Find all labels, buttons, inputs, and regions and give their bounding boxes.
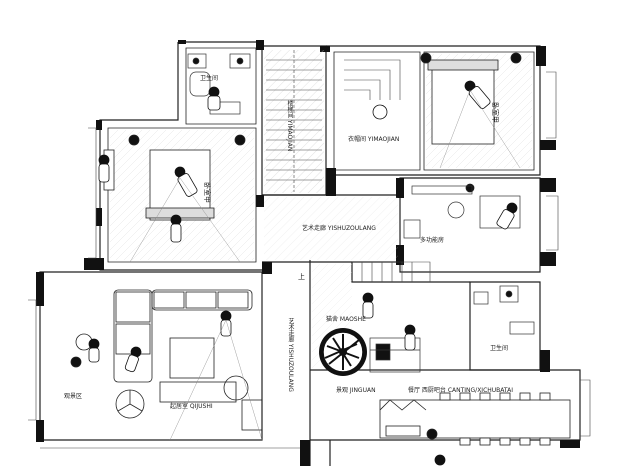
label-up-mark: 上 — [298, 273, 305, 281]
multi-room-furniture — [403, 185, 521, 239]
label-bedroom-a: 卧室甲 — [203, 182, 211, 203]
dining-chairs — [439, 392, 551, 446]
label-bathroom-top: 卫生间 — [200, 75, 219, 82]
sight-lines — [129, 89, 521, 441]
label-bathroom-right: 卫生间 — [490, 345, 509, 352]
stairs — [266, 50, 431, 282]
windows — [28, 71, 591, 449]
dining-furniture — [379, 392, 571, 446]
label-bedroom-b: 卧室甲 — [491, 102, 499, 123]
solid-wall-blocks — [36, 40, 580, 466]
label-multi-room: 多功能房 — [420, 237, 445, 244]
label-living-room: 起居室 QIJUSHI — [170, 403, 213, 410]
scenery-area — [369, 337, 421, 373]
label-stairwell: 楼梯间 YIMAOJIAN — [286, 100, 293, 152]
label-dining: 餐厅 西厨吧台 CANTING/XICHUBATAI — [408, 387, 513, 394]
bathroom-fixtures — [187, 53, 535, 335]
people-figures — [88, 80, 518, 466]
label-closet: 衣帽间 YIMAOJIAN — [348, 136, 400, 143]
label-viewing-area: 观景区 — [64, 393, 83, 400]
label-scenery: 景观 JINGUAN — [336, 387, 376, 394]
label-art-corridor-h: 艺术走廊 YISHUZOULANG — [302, 225, 376, 232]
label-cat-house: 猫舍 MAOSHE — [326, 316, 366, 323]
label-art-corridor-v: 艺术走廊 YISHUZOULANG — [287, 318, 294, 392]
tree-icon — [319, 328, 367, 376]
living-room-furniture — [70, 289, 263, 431]
